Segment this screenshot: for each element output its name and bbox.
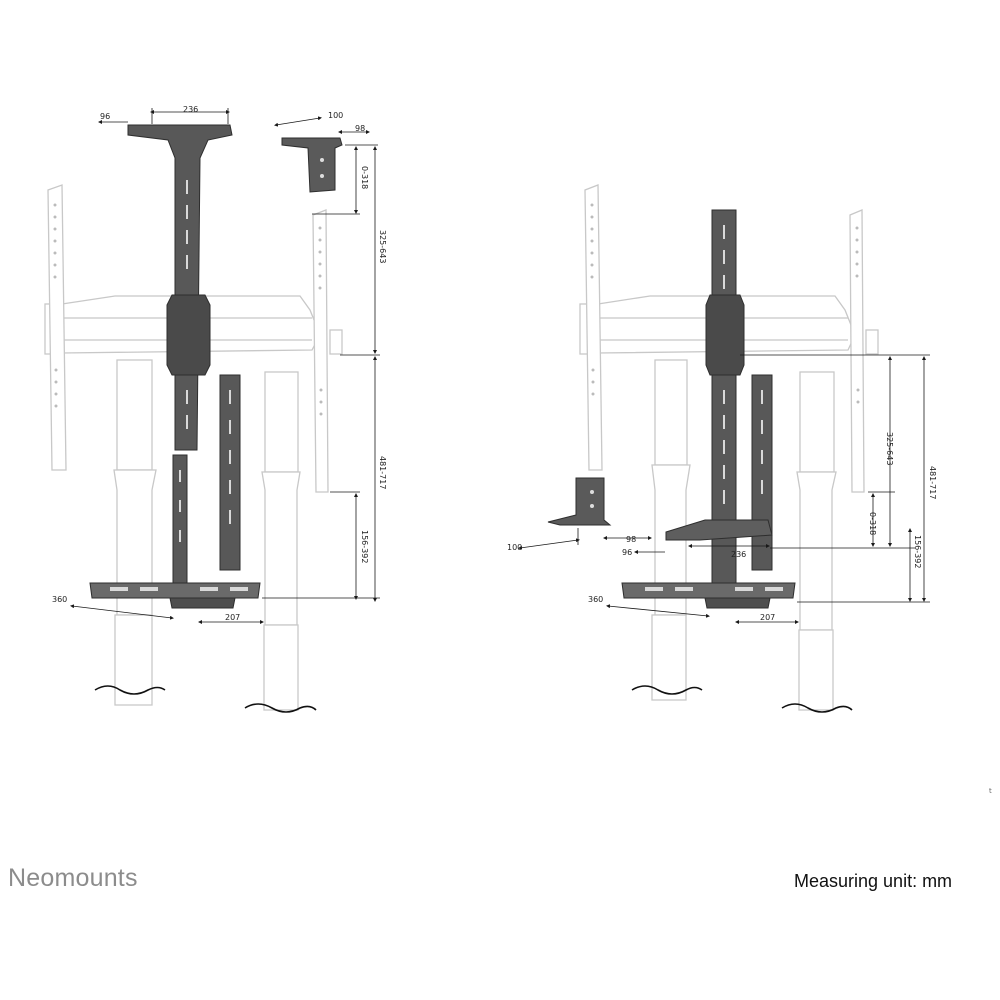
right-floor-break-2 bbox=[781, 703, 853, 713]
right-dimension-lines bbox=[518, 354, 930, 624]
right-main-column-slots bbox=[645, 225, 783, 591]
corner-mark: t bbox=[989, 787, 992, 795]
dim-label: 100 bbox=[507, 543, 522, 552]
dim-label: 98 bbox=[355, 124, 365, 133]
left-main-column-slots bbox=[110, 180, 248, 591]
dim-label: 325-643 bbox=[885, 432, 894, 465]
left-assembly: 96 236 100 98 0-318 325-643 481-717 156-… bbox=[44, 105, 387, 713]
right-ghost-vesa-uprights bbox=[584, 184, 865, 493]
dim-label: 360 bbox=[588, 595, 603, 604]
dim-label: 100 bbox=[328, 111, 343, 120]
dim-label: 96 bbox=[100, 112, 110, 121]
dim-label: 0-318 bbox=[360, 166, 369, 189]
dim-label: 360 bbox=[52, 595, 67, 604]
dim-label: 0-318 bbox=[868, 512, 877, 535]
dim-label: 207 bbox=[760, 613, 775, 622]
dim-label: 481-717 bbox=[928, 466, 937, 499]
left-dimension-lines bbox=[70, 108, 380, 624]
right-ghost-stand bbox=[651, 359, 837, 711]
dim-label: 156-392 bbox=[360, 530, 369, 563]
dim-label: 481-717 bbox=[378, 456, 387, 489]
left-floor-break-2 bbox=[244, 703, 317, 713]
left-ghost-vesa-holes bbox=[53, 203, 323, 416]
left-side-bracket bbox=[281, 137, 343, 193]
right-side-bracket bbox=[547, 477, 612, 526]
right-ghost-vesa-holes bbox=[590, 203, 860, 404]
dim-label: 325-643 bbox=[378, 230, 387, 263]
left-ghost-vesa-uprights bbox=[47, 184, 329, 493]
right-assembly: 100 98 96 236 325-643 0-318 481-717 156-… bbox=[507, 184, 937, 713]
right-floor-break-1 bbox=[631, 685, 703, 695]
brand-logo-text: Neomounts bbox=[8, 864, 138, 892]
dim-label: 236 bbox=[183, 105, 198, 114]
dim-label: 96 bbox=[622, 548, 632, 557]
dim-label: 207 bbox=[225, 613, 240, 622]
right-main-column bbox=[621, 209, 796, 609]
left-ghost-stand bbox=[113, 359, 301, 711]
dim-label: 236 bbox=[731, 550, 746, 559]
left-floor-break-1 bbox=[94, 685, 166, 695]
measuring-unit-label: Measuring unit: mm bbox=[794, 871, 953, 891]
left-main-column bbox=[89, 124, 261, 609]
dim-label: 98 bbox=[626, 535, 636, 544]
dim-label: 156-392 bbox=[913, 535, 922, 568]
